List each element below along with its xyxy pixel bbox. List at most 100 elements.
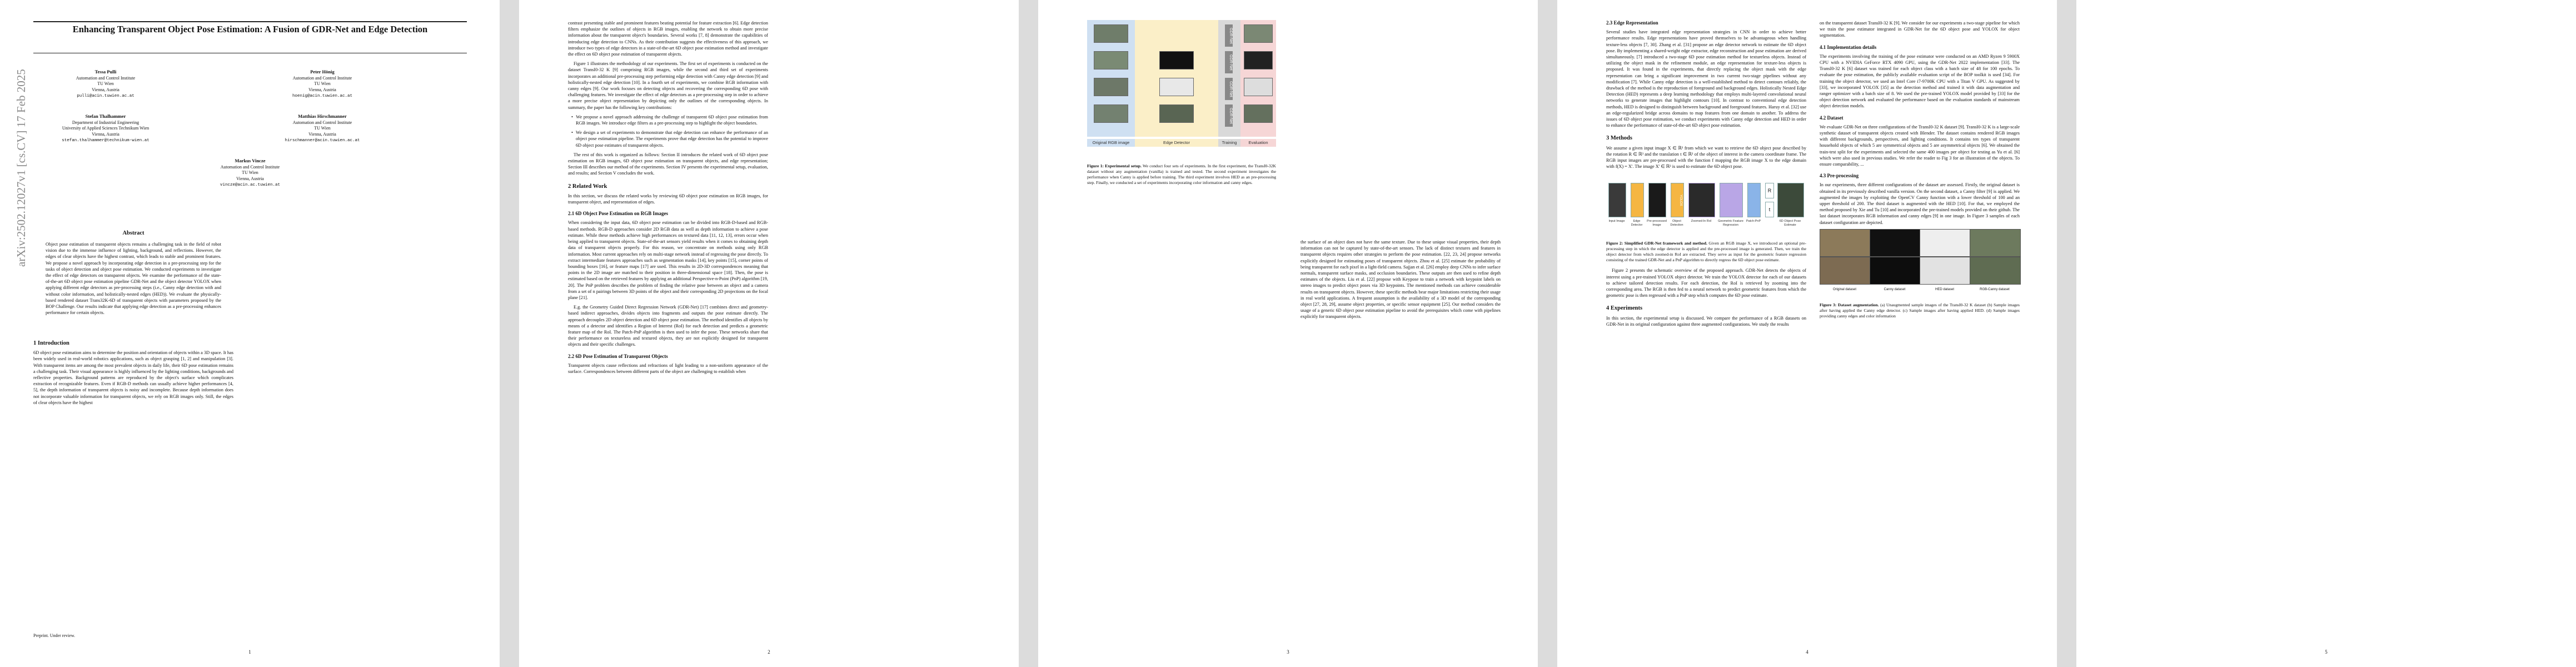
subsection-heading: 2.1 6D Object Pose Estimation on RGB Ima…	[568, 211, 668, 217]
rgb-canny-sample	[1970, 256, 2021, 285]
figure-1: GDR-Net GDR-Net GDR-Net GDR-Net Original…	[1087, 20, 1276, 158]
intro-column: 1 Introduction 6D object pose estimation…	[33, 334, 233, 409]
title-rule-top	[33, 21, 467, 22]
section-heading: 2 Related Work	[568, 183, 607, 190]
fig1-label-edge: Edge Detector	[1135, 139, 1218, 147]
paragraph: E.g. the Geometry Guided Direct Regressi…	[568, 305, 768, 347]
rotation-output: R	[1765, 183, 1774, 199]
translation-output: t	[1765, 202, 1774, 218]
fig1-label-training: Training	[1218, 139, 1240, 147]
section-heading: 1 Introduction	[33, 340, 69, 346]
hed-thumbnail	[1159, 78, 1194, 96]
fig3-label: HED dataset	[1935, 287, 1955, 291]
arxiv-stamp: arXiv:2502.12027v1 [cs.CV] 17 Feb 2025	[14, 69, 28, 267]
subsection-heading: 2.2 6D Pose Estimation of Transparent Ob…	[568, 353, 668, 359]
input-image-block	[1608, 183, 1626, 218]
pose-estimate-block	[1777, 183, 1804, 218]
figure-2: YOLOX R t Input Image Edge Detector Pre-…	[1606, 173, 1806, 237]
canny-thumbnail	[1159, 51, 1194, 69]
edge-detector-block	[1631, 183, 1644, 218]
page-1: arXiv:2502.12027v1 [cs.CV] 17 Feb 2025 E…	[0, 0, 500, 667]
original-sample	[1820, 256, 1871, 285]
figure-1-caption: Figure 1: Experimental setup. We conduct…	[1087, 163, 1277, 185]
text-column-right: the surface of an object does not have t…	[1301, 239, 1501, 323]
preprocessed-image-block	[1648, 183, 1666, 218]
fig2-label: Patch-PnP	[1746, 220, 1761, 223]
text-column-right: on the transparent dataset TransI0-32 K …	[1820, 20, 2021, 319]
paragraph: the surface of an object does not have t…	[1301, 240, 1501, 320]
fig2-label: Zoomed-In RoI	[1691, 220, 1712, 223]
fig3-label: RGB-Canny dataset	[1980, 287, 2010, 291]
bullet-item: • We propose a novel approach addressing…	[571, 114, 769, 126]
eval-thumbnail	[1244, 104, 1273, 123]
subsection-heading: 4.2 Dataset	[1820, 115, 1843, 121]
page-number: 3	[1287, 649, 1289, 655]
canny-sample	[1870, 256, 1921, 285]
gdr-net-block: GDR-Net	[1225, 104, 1233, 127]
hed-sample	[1920, 228, 1971, 257]
paragraph: Transparent objects cause reflections an…	[568, 362, 768, 374]
section-heading: 3 Methods	[1606, 135, 1632, 142]
eval-thumbnail	[1244, 51, 1273, 69]
paper-title: Enhancing Transparent Object Pose Estima…	[72, 24, 428, 34]
eval-thumbnail	[1244, 24, 1273, 43]
subsection-heading: 4.3 Pre-processing	[1820, 173, 1859, 179]
page-number: 1	[248, 649, 251, 655]
page-number: 4	[1806, 649, 1808, 655]
text-column-left: 2.3 Edge Representation Several studies …	[1606, 20, 1806, 331]
paragraph: In our experiments, three different conf…	[1820, 182, 2020, 225]
zoomed-roi-block	[1688, 183, 1715, 218]
eval-thumbnail	[1244, 78, 1273, 96]
rgb-thumbnail	[1094, 24, 1128, 43]
rgb-thumbnail	[1094, 78, 1128, 96]
page-3: GDR-Net GDR-Net GDR-Net GDR-Net Original…	[1038, 0, 1538, 667]
original-sample	[1820, 228, 1871, 257]
fig2-label: Object Detection	[1670, 220, 1683, 227]
subsection-heading: 2.3 Edge Representation	[1606, 20, 1658, 26]
text-column-left: contrast presenting stable and prominent…	[568, 20, 768, 378]
paragraph: In this section, the experimental setup …	[1606, 315, 1806, 327]
figure-2-caption: Figure 2: Simplified GDR-Net framework a…	[1606, 241, 1806, 263]
gdr-net-block: GDR-Net	[1225, 24, 1233, 47]
section-heading: 4 Experiments	[1606, 305, 1643, 312]
paragraph: The rest of this work is organized as fo…	[568, 152, 768, 176]
subsection-heading: 4.1 Implementation details	[1820, 44, 1877, 50]
page-5: 5	[2076, 0, 2576, 667]
page-4: 2.3 Edge Representation Several studies …	[1557, 0, 2057, 667]
bullet-item: • We design a set of experiments to demo…	[571, 130, 769, 148]
page-number: 5	[2325, 649, 2328, 655]
page-2: contrast presenting stable and prominent…	[519, 0, 1019, 667]
geometric-regression-block	[1720, 183, 1743, 218]
fig2-label: Pre-processed Image	[1647, 220, 1667, 227]
canny-sample	[1870, 228, 1921, 257]
fig1-label-original: Original RGB image	[1087, 139, 1135, 147]
fig1-label-evaluation: Evaluation	[1240, 139, 1276, 147]
gdr-net-block: GDR-Net	[1225, 78, 1233, 100]
paragraph: Figure 1 illustrates the methodology of …	[568, 61, 768, 110]
fig2-label: Geometric Feature Regression	[1718, 220, 1743, 227]
fig3-label: Canny dataset	[1884, 287, 1906, 291]
rgb-thumbnail	[1094, 104, 1128, 123]
fig3-label: Original dataset	[1832, 287, 1857, 291]
paragraph: We evaluate GDR-Net on three configurati…	[1820, 124, 2020, 167]
figure-3-caption: Figure 3: Dataset augmentation. (a) Unau…	[1820, 302, 2020, 318]
fig2-label: 6D Object Pose Estimate	[1779, 220, 1801, 227]
patch-pnp-block	[1747, 183, 1761, 218]
fig2-label: Input Image	[1608, 220, 1625, 223]
paragraph: When considering the input data, 6D obje…	[568, 220, 768, 300]
page-number: 2	[768, 649, 770, 655]
yolox-block: YOLOX	[1671, 183, 1684, 218]
paragraph: We assume a given input image X ∈ ℝ³ fro…	[1606, 145, 1806, 170]
preprint-note: Preprint. Under review.	[33, 633, 76, 638]
hed-sample	[1920, 256, 1971, 285]
figure-3: Original dataset Canny dataset HED datas…	[1820, 228, 2021, 302]
abstract-text: Object pose estimation of transparent ob…	[46, 242, 221, 316]
rgb-canny-thumbnail	[1159, 104, 1194, 123]
paragraph: contrast presenting stable and prominent…	[568, 21, 768, 57]
paragraph: 6D object pose estimation aims to determ…	[33, 350, 233, 405]
